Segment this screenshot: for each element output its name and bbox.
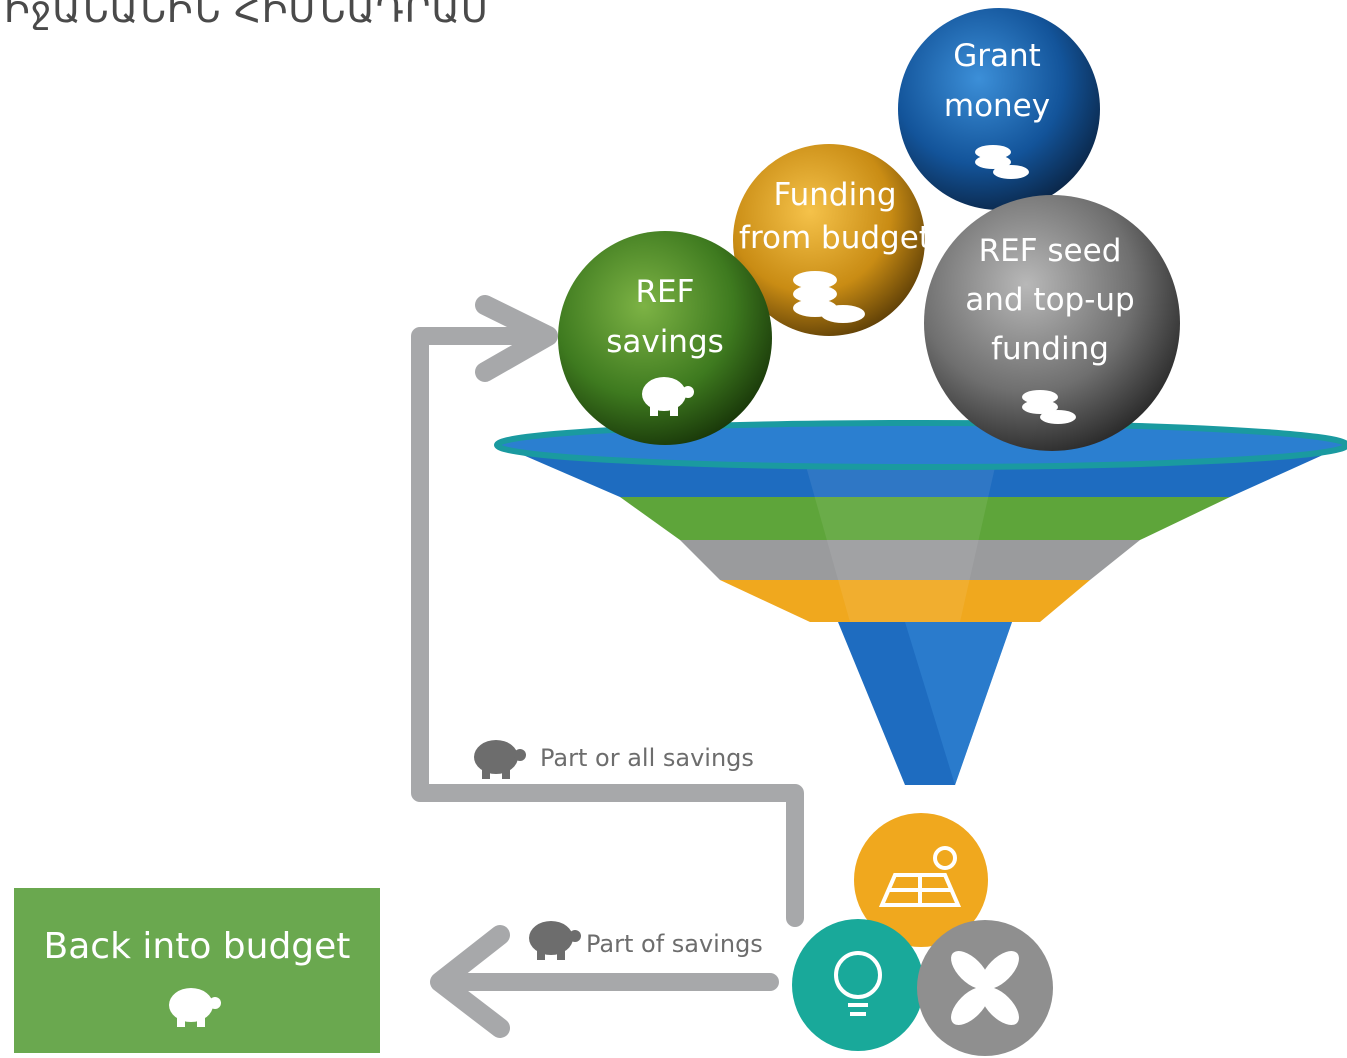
sphere-funding-line1: Funding bbox=[773, 177, 896, 213]
sphere-ref-seed-line2: and top-up bbox=[965, 282, 1135, 318]
piggy-bank-icon bbox=[642, 377, 694, 416]
back-into-budget-label: Back into budget bbox=[43, 926, 351, 967]
sphere-ref-savings-line2: savings bbox=[606, 324, 724, 360]
sphere-grant-line2: money bbox=[944, 88, 1050, 124]
sphere-ref-savings-line1: REF bbox=[636, 274, 695, 310]
solar-panel-icon bbox=[878, 846, 962, 907]
piggy-bank-icon bbox=[529, 921, 581, 960]
funnel bbox=[494, 420, 1347, 785]
sphere-grant-line1: Grant bbox=[953, 38, 1041, 74]
page-heading: ԻջԱՆԱՆԻՆ ՀԻՄՆԱԴՐԱՄ bbox=[4, 0, 492, 31]
coins-icon bbox=[1022, 390, 1076, 424]
coins-icon bbox=[975, 145, 1029, 179]
output-fan bbox=[917, 920, 1053, 1056]
piggy-bank-icon bbox=[169, 988, 221, 1027]
sphere-funding-from-budget: Funding from budget bbox=[733, 144, 931, 336]
output-led bbox=[792, 919, 924, 1051]
led-bulb-icon bbox=[834, 951, 882, 1016]
sphere-ref-savings: REF savings bbox=[558, 231, 772, 445]
sphere-ref-seed-funding: REF seed and top-up funding bbox=[924, 195, 1180, 451]
sphere-ref-seed-line3: funding bbox=[991, 331, 1109, 367]
coins-icon bbox=[793, 271, 865, 323]
fan-icon bbox=[951, 951, 1019, 1025]
piggy-bank-icon bbox=[474, 740, 526, 779]
flow-part-or-all-savings: Part or all savings bbox=[474, 740, 754, 779]
sphere-grant-money: Grant money bbox=[898, 8, 1100, 210]
flow-label-part-of: Part of savings bbox=[586, 930, 763, 958]
feedback-loop-arrow bbox=[411, 295, 804, 927]
back-into-budget-box: Back into budget bbox=[14, 888, 380, 1053]
flow-label-part-or-all: Part or all savings bbox=[540, 744, 754, 772]
sphere-funding-line2: from budget bbox=[739, 220, 931, 256]
output-solar bbox=[854, 813, 988, 947]
sphere-ref-seed-line1: REF seed bbox=[979, 233, 1122, 269]
flow-part-of-savings: Part of savings bbox=[529, 921, 763, 960]
return-arrow bbox=[430, 925, 779, 1038]
